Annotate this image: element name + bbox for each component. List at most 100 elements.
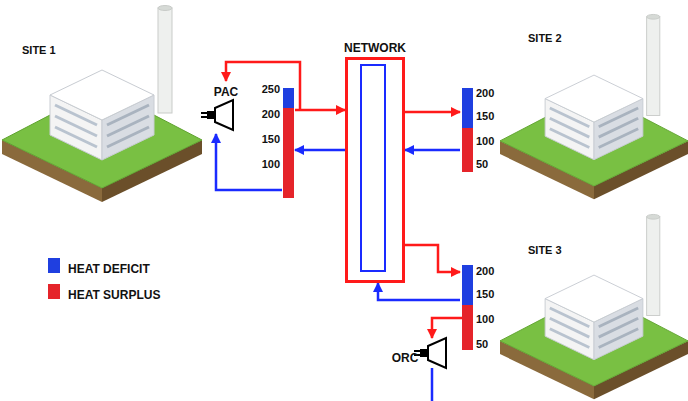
temperature-tick: 200 [476,265,494,277]
site-illustration [500,214,688,399]
temperature-tick: 150 [476,288,494,300]
label-holder: PAC [214,82,238,100]
label-holder: 100 [476,309,494,327]
chimney [158,8,172,113]
legend-text: HEAT DEFICIT [68,262,150,276]
window-row [550,129,589,148]
heat-pump-symbol [201,100,233,130]
legend-entry: HEAT SURPLUS [48,284,140,299]
site-block: SITE 1 [0,36,295,206]
window-row [599,129,638,148]
site-name: SITE 1 [22,44,56,56]
temperature-tick: 150 [476,110,494,122]
label-holder: 200 [476,261,494,279]
window-row [550,329,589,348]
chimney [647,217,660,316]
deficit-bar [283,88,294,108]
window-row [550,108,589,127]
label-holder: 100 [476,131,494,149]
pac-return-line [216,134,282,190]
legend-swatch [48,258,60,273]
chimney-top [647,214,660,219]
network-heading: NETWORK [344,41,406,55]
machine-body [428,338,446,368]
temperature-tick: 50 [476,338,488,350]
heat-flow-arrow [405,245,460,272]
label-holder: 200 [476,83,494,101]
building-roof [545,275,643,322]
temperature-tick: 250 [262,83,280,95]
site-block: SITE 3 [460,236,688,398]
label-holder: 150 [262,129,280,147]
label-holder: ORC [392,348,419,366]
window-row [550,318,589,337]
deficit-bar [462,88,473,128]
label-holder: 50 [476,154,488,172]
building-roof [50,70,154,120]
orc-supply-line [432,318,462,338]
text-holder: SITE 1 [22,40,56,58]
legend-entry: HEAT DEFICIT [48,258,130,273]
heat-flow-arrow [405,149,460,152]
legend-swatch [48,284,60,299]
temperature-tick: 50 [476,158,488,170]
surplus-bar [462,305,473,350]
text-holder: SITE 3 [528,240,562,258]
machine-plug [420,349,428,357]
text-holder: SITE 2 [528,28,562,46]
window-row [599,108,638,127]
site-name: SITE 2 [528,32,562,44]
site-illustration [500,14,688,199]
orc-symbol [414,338,446,368]
window-row [599,118,638,137]
window-row [599,318,638,337]
heat-flow-arrow [378,283,460,300]
heat-flow-arrow [405,111,460,114]
network-box: NETWORK [345,57,405,283]
deficit-bar [462,265,473,305]
plug-prong [201,112,207,114]
temperature-tick: 100 [262,158,280,170]
label-holder: 100 [262,154,280,172]
window-row [55,105,97,125]
orc-outlet-line [431,368,434,401]
window-row [107,105,149,125]
plug-prong [201,116,207,118]
building-roof [545,75,643,122]
site-name: SITE 3 [528,244,562,256]
temperature-tick: 200 [476,87,494,99]
temperature-tick: 150 [262,133,280,145]
temperature-tick: 100 [476,313,494,325]
window-row [107,116,149,136]
legend-text: HEAT SURPLUS [68,288,160,302]
machine-label: PAC [214,85,238,99]
label-holder: 200 [262,104,280,122]
text-holder: NETWORK [344,38,406,56]
label-holder: 150 [476,284,494,302]
heat-flow-arrow [295,149,345,152]
surplus-bar [462,128,473,172]
site-illustration [2,6,202,203]
machine-label: ORC [392,351,419,365]
window-row [599,329,638,348]
chimney-top [647,14,660,19]
label-holder: 50 [476,334,488,352]
network-pipe [360,64,386,272]
label-holder: 150 [476,106,494,124]
window-row [55,127,97,147]
machine-body [215,100,233,130]
window-row [55,116,97,136]
temperature-tick: 200 [262,108,280,120]
chimney-top [158,6,172,11]
site-block: SITE 2 [460,24,688,200]
window-row [599,308,638,327]
surplus-bar [283,108,294,198]
window-row [550,118,589,137]
temperature-tick: 100 [476,135,494,147]
chimney [647,17,660,116]
heat-flow-arrow [295,109,345,112]
window-row [550,308,589,327]
